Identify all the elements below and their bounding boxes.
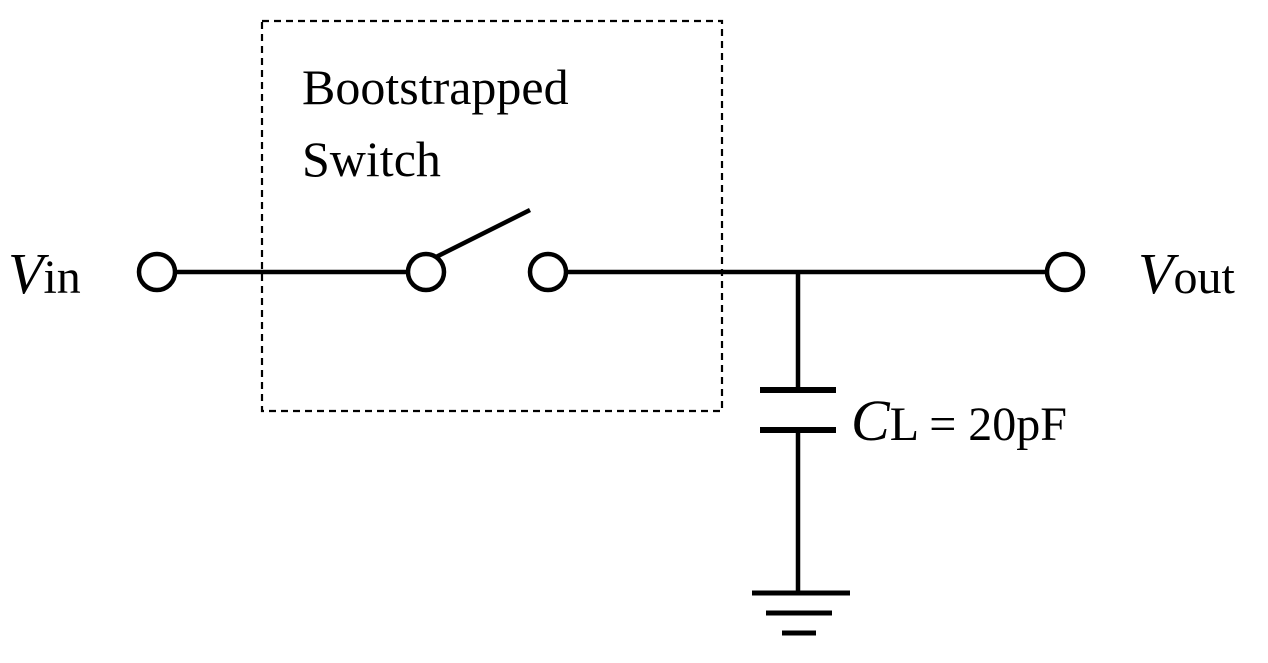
- switch-blade: [434, 207, 532, 260]
- output-label: Vout: [1138, 241, 1235, 306]
- input-label: Vin: [8, 241, 81, 306]
- bootstrapped-switch-box: [260, 19, 724, 413]
- switch-box-label-line1: Bootstrapped: [302, 59, 569, 115]
- ground-icon: [752, 590, 850, 636]
- input-label-subscript: in: [43, 251, 80, 304]
- input-terminal: [136, 251, 178, 293]
- output-label-symbol: V: [1138, 241, 1180, 306]
- capacitor-label: CL = 20pF: [851, 388, 1067, 453]
- capacitor-label-symbol: C: [851, 388, 891, 453]
- input-label-symbol: V: [8, 241, 50, 306]
- capacitor-label-value: = 20pF: [917, 398, 1067, 451]
- output-terminal: [1044, 251, 1086, 293]
- switch-box-label-line2: Switch: [302, 131, 441, 187]
- switch-left-contact: [405, 251, 447, 293]
- switch-right-contact: [527, 251, 569, 293]
- capacitor-label-subscript: L: [890, 398, 918, 451]
- output-label-subscript: out: [1173, 251, 1235, 304]
